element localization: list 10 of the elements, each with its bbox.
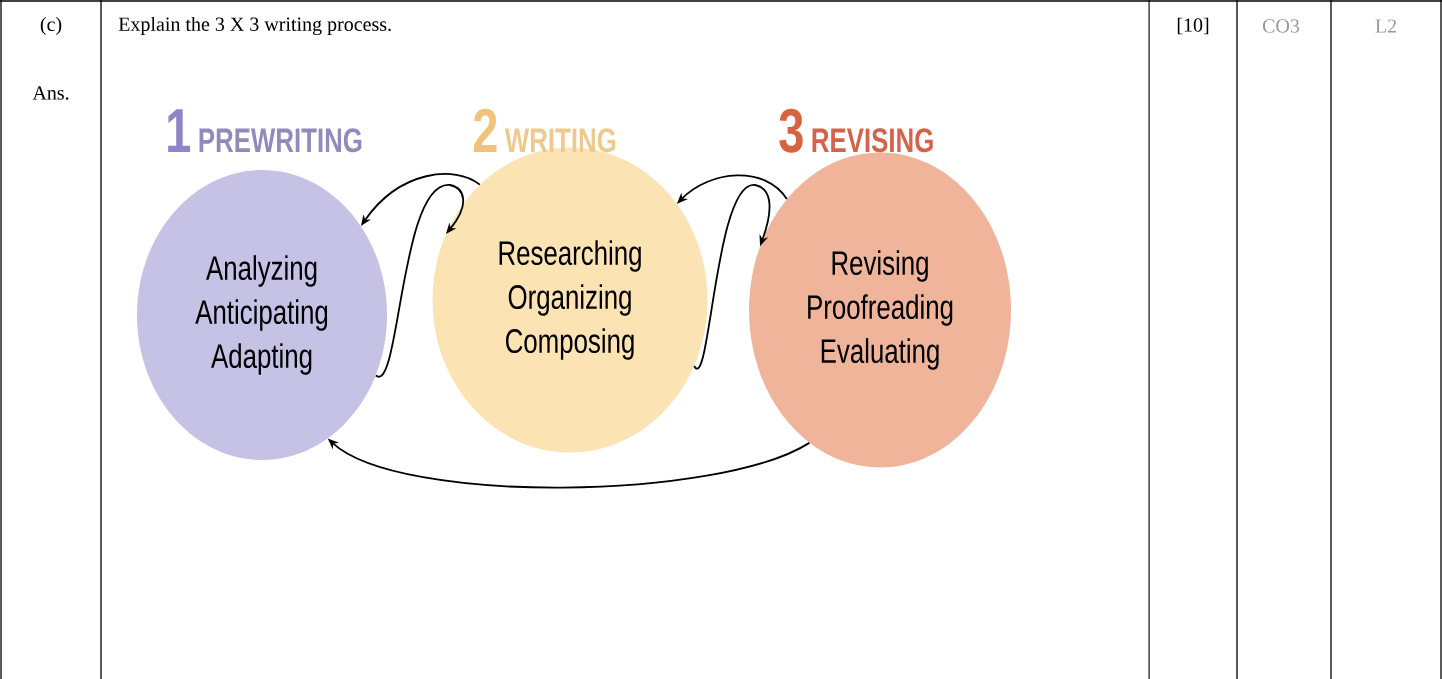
step-heading: REVISING bbox=[812, 128, 933, 153]
table-text: (c) bbox=[40, 16, 62, 36]
table-text: [10] bbox=[1177, 17, 1209, 35]
step-number: 3 bbox=[779, 108, 803, 153]
table-text: Ans. bbox=[32, 86, 69, 100]
step-heading: PREWRITING bbox=[199, 128, 362, 153]
table-text: CO3 bbox=[1262, 19, 1300, 33]
table-text: Explain the 3 X 3 writing process. bbox=[118, 16, 391, 36]
step-number: 1 bbox=[168, 109, 191, 152]
table-text: L2 bbox=[1375, 19, 1396, 33]
